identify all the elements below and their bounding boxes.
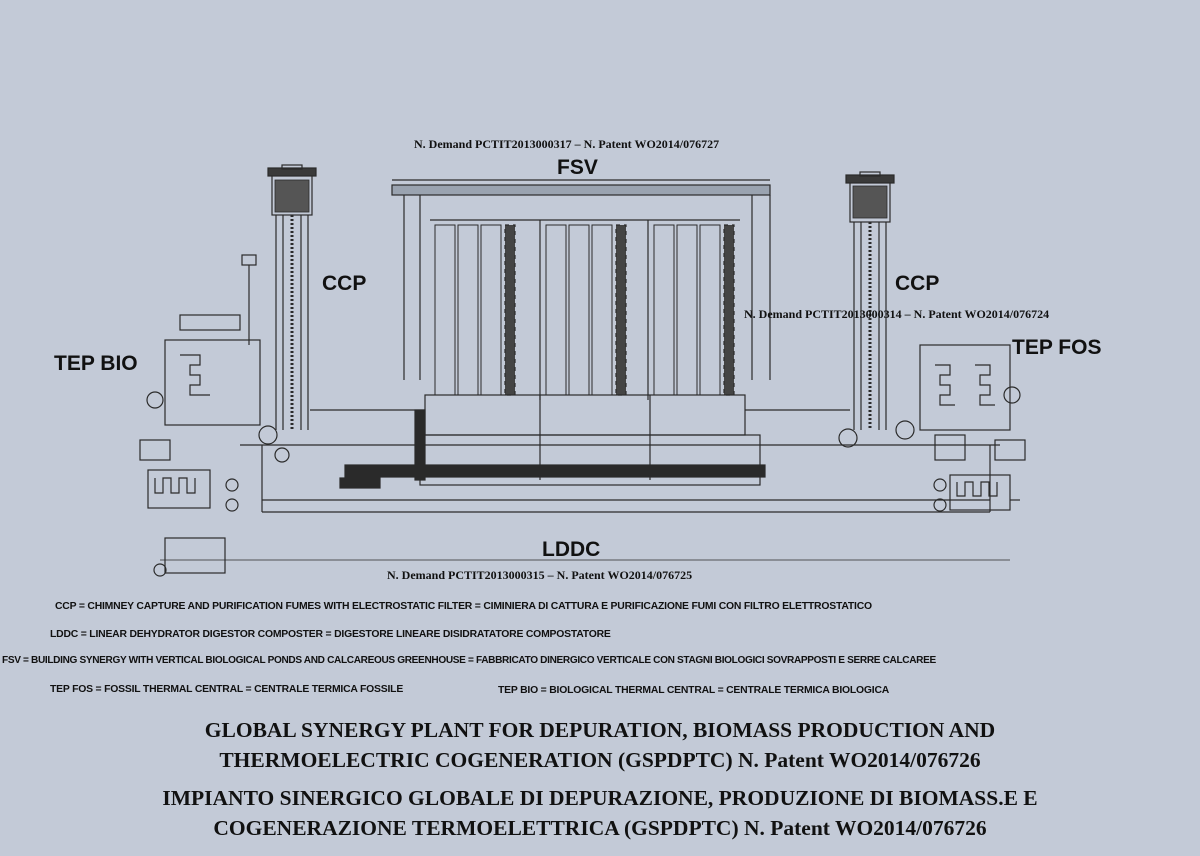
tep-fos-label: TEP FOS [1012, 336, 1102, 359]
fsv-label: FSV [557, 156, 598, 179]
legend-lddc: LDDC = LINEAR DEHYDRATOR DIGESTOR COMPOS… [50, 629, 611, 640]
tep-bio-label: TEP BIO [54, 352, 138, 375]
title-line-4: COGENERAZIONE TERMOELETTRICA (GSPDPTC) N… [213, 816, 987, 840]
title-line-2: THERMOELECTRIC COGENERATION (GSPDPTC) N.… [219, 748, 981, 772]
legend-tep-fos: TEP FOS = FOSSIL THERMAL CENTRAL = CENTR… [50, 684, 404, 695]
patent-label-bottom: N. Demand PCTIT2013000315 – N. Patent WO… [387, 568, 693, 582]
legend-tep-bio: TEP BIO = BIOLOGICAL THERMAL CENTRAL = C… [498, 685, 890, 696]
lddc-label: LDDC [542, 538, 601, 561]
title-line-3: IMPIANTO SINERGICO GLOBALE DI DEPURAZION… [162, 786, 1038, 810]
legend-fsv: FSV = BUILDING SYNERGY WITH VERTICAL BIO… [2, 655, 936, 666]
ccp-left-label: CCP [322, 272, 367, 295]
legend-ccp: CCP = CHIMNEY CAPTURE AND PURIFICATION F… [55, 601, 872, 612]
patent-label-right: N. Demand PCTIT2013000314 – N. Patent WO… [744, 307, 1050, 321]
ccp-right-label: CCP [895, 272, 940, 295]
patent-label-top: N. Demand PCTIT2013000317 – N. Patent WO… [414, 137, 720, 151]
title-line-1: GLOBAL SYNERGY PLANT FOR DEPURATION, BIO… [204, 718, 996, 742]
